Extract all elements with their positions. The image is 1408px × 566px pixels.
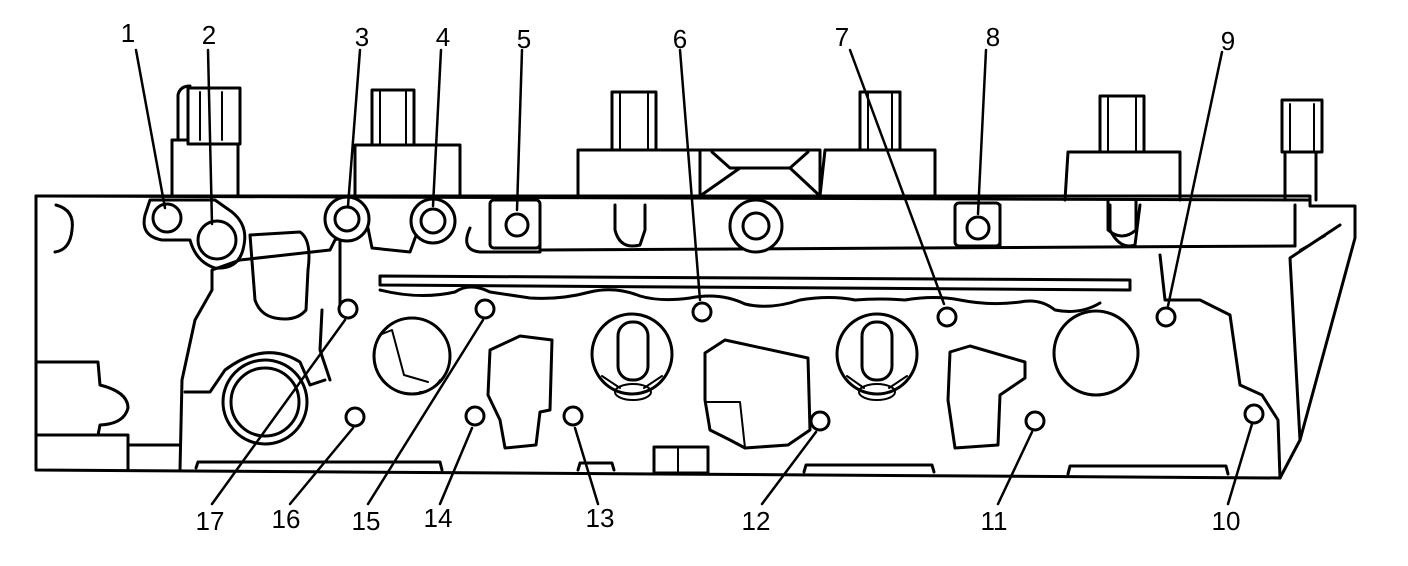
callout-11: 11 bbox=[981, 506, 1008, 536]
top-towers bbox=[170, 84, 1324, 238]
callout-labels: 1 2 3 4 5 6 7 8 9 10 11 12 13 14 15 16 1… bbox=[121, 18, 1241, 536]
ports bbox=[183, 230, 1140, 450]
bottom-slots bbox=[194, 445, 1230, 476]
callout-10: 10 bbox=[1212, 506, 1241, 536]
cylinder-head-body bbox=[34, 194, 1357, 480]
callout-3: 3 bbox=[355, 22, 369, 52]
lower-bolt-holes bbox=[337, 298, 1265, 432]
callout-14: 14 bbox=[424, 503, 453, 533]
callout-4: 4 bbox=[436, 22, 450, 52]
left-end-details bbox=[34, 360, 182, 472]
callout-12: 12 bbox=[742, 506, 771, 536]
callout-1: 1 bbox=[121, 18, 135, 48]
callout-16: 16 bbox=[272, 504, 301, 534]
leader-lines bbox=[134, 48, 1254, 506]
upper-bolt-bosses bbox=[53, 195, 1002, 270]
callout-6: 6 bbox=[673, 24, 687, 54]
callout-7: 7 bbox=[835, 22, 849, 52]
callout-8: 8 bbox=[986, 22, 1000, 52]
callout-2: 2 bbox=[202, 20, 216, 50]
callout-17: 17 bbox=[196, 506, 225, 536]
callout-9: 9 bbox=[1221, 26, 1235, 56]
callout-13: 13 bbox=[586, 503, 615, 533]
callout-15: 15 bbox=[352, 506, 381, 536]
callout-5: 5 bbox=[517, 24, 531, 54]
